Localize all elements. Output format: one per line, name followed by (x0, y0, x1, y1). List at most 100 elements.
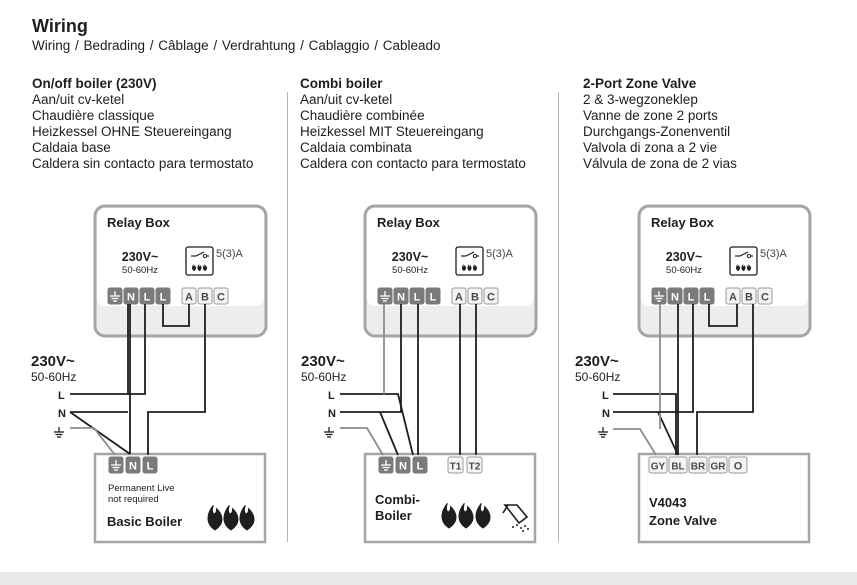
flame-icon (191, 264, 197, 272)
flame-icon (202, 264, 208, 272)
link-wire (162, 304, 190, 327)
column-title: Combi boiler (300, 76, 383, 91)
relay-terminal-6 (483, 287, 499, 305)
flame-icon (467, 264, 472, 272)
relay-terminal-4 (451, 287, 467, 305)
terminal-label: L (417, 461, 424, 473)
page: Wiring Wiring / Bedrading / Câblage / Ve… (0, 0, 857, 572)
device-terminal-2 (412, 456, 428, 474)
terminal-label: T1 (450, 462, 462, 473)
flame-icon (475, 502, 491, 529)
flame-icon (197, 264, 202, 272)
relay-box-face (641, 208, 808, 306)
flame-shape (207, 504, 223, 531)
terminal-label: GR (711, 462, 727, 473)
flame-shape (741, 264, 746, 272)
live-wire (69, 411, 131, 455)
supply-line-label: L (58, 390, 65, 402)
earth-wire (613, 428, 657, 456)
column-line: Valvola di zona a 2 vie (583, 140, 718, 155)
column-line: Heizkessel MIT Steuereingang (300, 124, 484, 139)
relay-frequency: 50-60Hz (122, 265, 158, 276)
supply-line-label: N (602, 408, 610, 420)
earth-terminal-icon (381, 460, 391, 471)
terminal-label: A (455, 292, 463, 304)
terminal-label: B (201, 292, 209, 304)
live-wire (128, 304, 146, 395)
device-note: not required (108, 494, 159, 505)
flame-shape (197, 264, 202, 272)
supply-voltage: 230V~ (575, 353, 619, 370)
terminal-label: N (399, 461, 407, 473)
earth-wire (340, 427, 384, 456)
flame-icon (735, 264, 741, 272)
supply-line-label: L (328, 390, 335, 402)
earth-terminal-icon (110, 291, 120, 302)
device-note: Permanent Live (108, 483, 175, 494)
relay-rating: 5(3)A (486, 248, 514, 260)
relay-contact (202, 253, 208, 259)
column-line: Válvula de zona de 2 vias (583, 156, 737, 171)
column-line: Caldera con contacto para termostato (300, 156, 526, 171)
device-terminal-2 (688, 456, 708, 474)
supply-line-label: L (602, 390, 609, 402)
relay-frequency: 50-60Hz (666, 265, 702, 276)
terminal-label: B (471, 292, 479, 304)
flame-icon (461, 264, 467, 272)
relay-terminal-2 (683, 287, 699, 305)
relay-terminal-5 (741, 287, 757, 305)
flame-shape (475, 502, 491, 529)
relay-rating: 5(3)A (216, 248, 244, 260)
device-terminal-3 (447, 456, 464, 474)
flame-icon (746, 264, 752, 272)
column-divider (558, 92, 559, 542)
terminal-label: L (160, 292, 167, 304)
relay-frequency: 50-60Hz (392, 265, 428, 276)
column-line: Caldera sin contacto para termostato (32, 156, 254, 171)
supply-frequency: 50-60Hz (301, 370, 346, 384)
flame-shape (202, 264, 208, 272)
supply-voltage: 230V~ (31, 353, 75, 370)
live-wire (340, 393, 414, 456)
terminal-label: A (729, 292, 737, 304)
shower-icon (502, 504, 529, 532)
relay-contact (472, 253, 478, 259)
device-label: Boiler (375, 508, 412, 523)
terminal-label: L (414, 292, 421, 304)
flame-icon (207, 504, 223, 531)
shower-drop (512, 526, 514, 528)
terminal-label: BL (671, 462, 684, 473)
relay-box-title: Relay Box (651, 215, 715, 230)
terminal-label: C (217, 292, 225, 304)
neutral-wire (613, 411, 679, 456)
device-terminal-1 (668, 456, 688, 474)
terminal-label: L (430, 292, 437, 304)
device-label: Combi- (375, 492, 420, 507)
column-heading-zone-valve: 2-Port Zone Valve 2 & 3-wegzoneklep Vann… (583, 76, 737, 172)
relay-contact (465, 251, 475, 257)
terminal-label: C (487, 292, 495, 304)
terminal-label: O (734, 461, 743, 473)
terminal-label: B (745, 292, 753, 304)
relay-voltage: 230V~ (666, 250, 703, 264)
device-terminal-1 (125, 456, 141, 474)
device-terminal-0 (648, 456, 668, 474)
column-line: Durchgangs-Zonenventil (583, 124, 731, 139)
flame-shape (735, 264, 741, 272)
column-divider (287, 92, 288, 542)
flame-icon (472, 264, 478, 272)
relay-terminal-3 (425, 287, 441, 305)
relay-rating: 5(3)A (760, 248, 788, 260)
supply-earth-icon (54, 427, 64, 438)
switched-live-wire (696, 304, 754, 455)
flame-icon (741, 264, 746, 272)
terminal-label: N (127, 292, 135, 304)
shower-drop (516, 524, 518, 526)
relay-voltage: 230V~ (392, 250, 429, 264)
supply-line-label: N (58, 408, 66, 420)
column-line: Aan/uit cv-ketel (32, 92, 125, 107)
relay-terminal-6 (213, 287, 229, 305)
device-terminal-2 (142, 456, 158, 474)
flame-icon (239, 504, 255, 531)
